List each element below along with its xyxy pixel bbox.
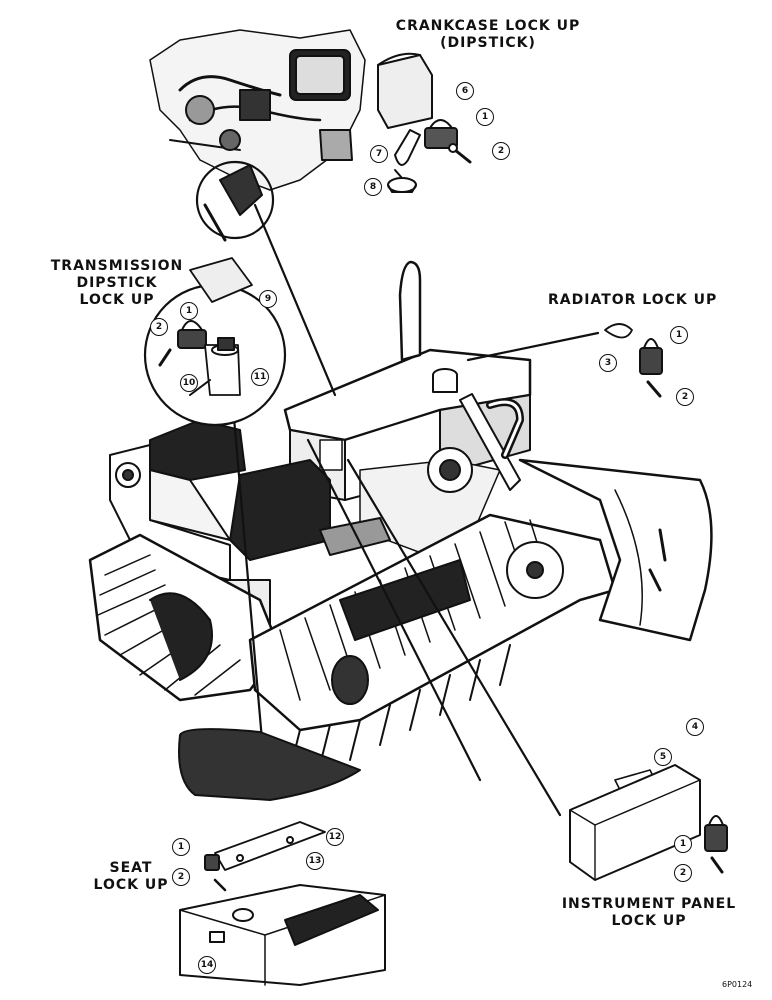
- callout-3-radiator: 3: [599, 354, 617, 372]
- callout-1-seat: 1: [172, 838, 190, 856]
- engine-detail-view: [149, 29, 366, 191]
- callout-6-crankcase: 6: [456, 82, 474, 100]
- callout-2-radiator: 2: [676, 388, 694, 406]
- callout-2-transmission: 2: [150, 318, 168, 336]
- seat-title-line2: LOCK UP: [93, 877, 169, 893]
- crawler-tractor: [88, 260, 713, 771]
- transmission-title: TRANSMISSION DIPSTICK LOCK UP: [42, 258, 192, 309]
- instrument-panel-title: INSTRUMENT PANEL LOCK UP: [538, 896, 760, 930]
- callout-2-crankcase: 2: [492, 142, 510, 160]
- callout-8-crankcase: 8: [364, 178, 382, 196]
- callout-1-transmission: 1: [180, 302, 198, 320]
- leader-lines: [230, 203, 600, 817]
- seat-parts: [178, 728, 386, 986]
- radiator-title: RADIATOR LOCK UP: [548, 292, 718, 308]
- crankcase-parts: [377, 52, 472, 193]
- callout-2-instrument: 2: [674, 864, 692, 882]
- callout-1-radiator: 1: [670, 326, 688, 344]
- seat-title: SEAT LOCK UP: [86, 860, 176, 894]
- seat-title-line1: SEAT: [109, 860, 153, 876]
- instrument-panel-title-line2: LOCK UP: [611, 913, 687, 929]
- callout-10-transmission: 10: [180, 374, 198, 392]
- transmission-title-line1: TRANSMISSION: [50, 258, 184, 274]
- figure-number: 6P0124: [722, 980, 753, 989]
- crankcase-zoom-circle: [195, 160, 275, 242]
- callout-14-seat: 14: [198, 956, 216, 974]
- callout-9-transmission: 9: [259, 290, 277, 308]
- callout-12-seat: 12: [326, 828, 344, 846]
- transmission-zoom-circle: [143, 257, 287, 427]
- callout-5-instrument: 5: [654, 748, 672, 766]
- radiator-parts: [604, 323, 663, 398]
- crankcase-title-line2: (DIPSTICK): [440, 35, 536, 51]
- callout-11-transmission: 11: [251, 368, 269, 386]
- transmission-title-line2: DIPSTICK: [76, 275, 158, 291]
- callout-1-instrument: 1: [674, 835, 692, 853]
- callout-1-crankcase: 1: [476, 108, 494, 126]
- instrument-panel-parts: [569, 764, 728, 881]
- callout-4-instrument: 4: [686, 718, 704, 736]
- crankcase-title-line1: CRANKCASE LOCK UP: [395, 18, 581, 34]
- transmission-title-line3: LOCK UP: [79, 292, 155, 308]
- callout-7-crankcase: 7: [370, 145, 388, 163]
- crankcase-title: CRANKCASE LOCK UP (DIPSTICK): [368, 18, 608, 52]
- callout-13-seat: 13: [306, 852, 324, 870]
- instrument-panel-title-line1: INSTRUMENT PANEL: [561, 896, 737, 912]
- callout-2-seat: 2: [172, 868, 190, 886]
